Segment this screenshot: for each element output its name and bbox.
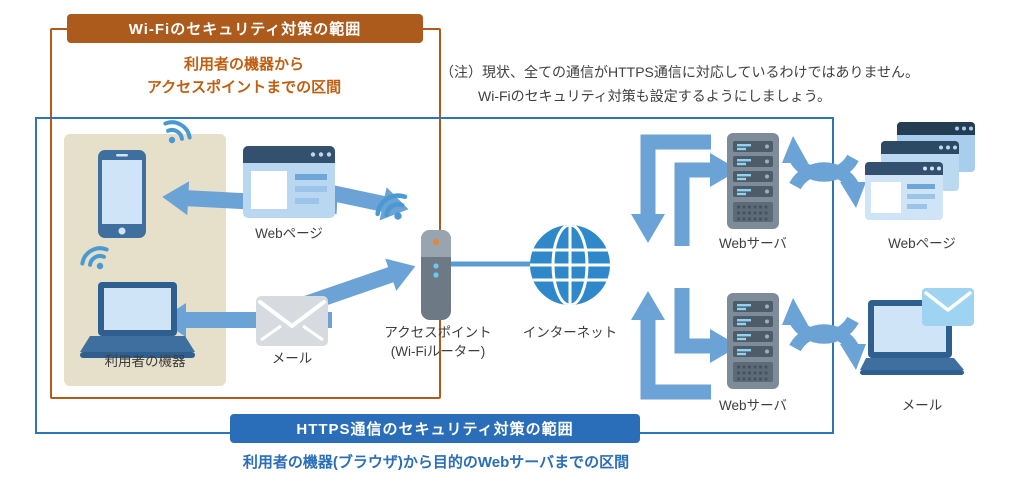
access-point-router-icon (421, 230, 451, 320)
https-scope-subtitle: 利用者の機器(ブラウザ)から目的のWebサーバまでの区間 (242, 454, 630, 471)
label-web-page-right: Webページ (888, 236, 956, 251)
smartphone-icon (98, 150, 146, 238)
label-web-page-left: Webページ (255, 226, 323, 241)
wifi-scope-subtitle-line2: アクセスポイントまでの区間 (146, 79, 342, 96)
web-server-top-icon (727, 133, 779, 229)
note-line2: Wi-Fiのセキュリティ対策も設定するようにしましょう。 (478, 88, 831, 104)
https-scope-title: HTTPS通信のセキュリティ対策の範囲 (230, 414, 640, 443)
label-access-point: アクセスポイント (Wi-Fiルーター) (384, 325, 492, 359)
mail-envelope-icon (256, 296, 328, 346)
laptop-icon (80, 282, 195, 358)
wifi-scope-subtitle: 利用者の機器から アクセスポイントまでの区間 (147, 53, 341, 99)
web-server-bottom-icon (727, 293, 779, 389)
wifi-scope-title: Wi-Fiのセキュリティ対策の範囲 (67, 14, 423, 43)
label-user-devices: 利用者の機器 (104, 354, 186, 369)
label-web-server-bottom: Webサーバ (719, 398, 787, 413)
note-line1: （注）現状、全ての通信がHTTPS通信に対応しているわけではありません。 (440, 64, 920, 80)
browser-window-icon (243, 146, 335, 218)
note-text: （注）現状、全ての通信がHTTPS通信に対応しているわけではありません。 Wi-… (440, 60, 919, 108)
mail-envelope-icon (922, 288, 974, 326)
wifi-scope-subtitle-line1: 利用者の機器から (183, 56, 305, 73)
label-internet: インターネット (522, 325, 618, 340)
label-web-server-top: Webサーバ (719, 236, 787, 251)
browser-stack-icon (865, 122, 975, 220)
laptop-mail-icon (860, 288, 974, 375)
browser-window-front (865, 162, 943, 220)
internet-globe-icon (530, 225, 610, 305)
label-mail-left: メール (271, 351, 313, 366)
label-mail-right: メール (901, 398, 943, 413)
